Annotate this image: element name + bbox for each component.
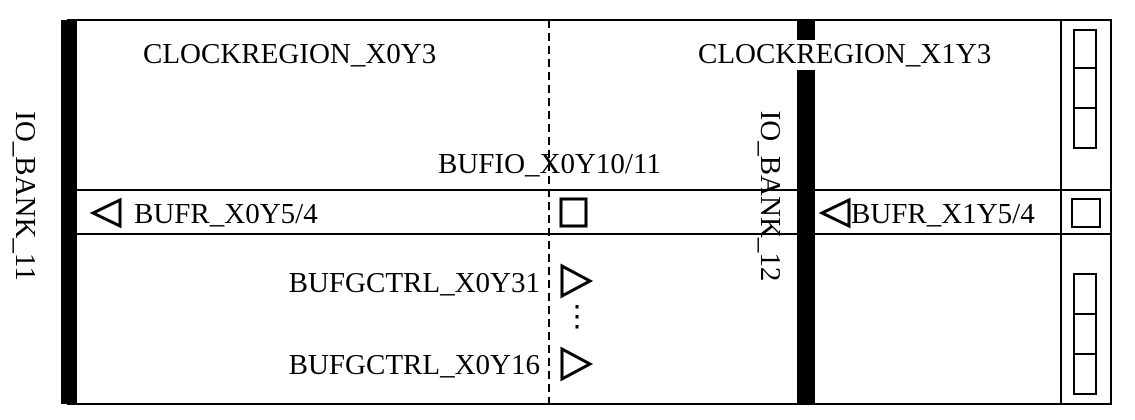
right-column-box-top-2 [1073,67,1097,109]
bufr-right-triangle-icon [818,197,851,229]
clockregion-right-label: CLOCKREGION_X1Y3 [698,38,991,70]
right-column-box-top-1 [1073,29,1097,69]
io-bank-right-label: IO_BANK_12 [754,111,786,282]
right-column-box-bottom-2 [1073,313,1097,355]
io-bank-left-bar [61,20,77,404]
bufr-left-triangle-icon [89,197,122,229]
bufr-left-label: BUFR_X0Y5/4 [134,198,318,230]
bufgctrl-bottom-triangle-icon [560,346,594,382]
bufgctrl-top-triangle-icon [560,263,594,299]
clockregion-left-label: CLOCKREGION_X0Y3 [143,38,436,70]
right-column-box-middle [1071,198,1101,228]
bufr-right-label: BUFR_X1Y5/4 [851,198,1035,230]
bufgctrl-top-label: BUFGCTRL_X0Y31 [289,267,540,299]
io-bank-left-label: IO_BANK_11 [9,111,41,281]
ellipsis-label: ⋮ [563,301,592,333]
io-bank-right-bar [797,70,815,404]
bufio-square-icon [559,197,588,228]
bufio-label: BUFIO_X0Y10/11 [438,148,661,180]
io-bank-right-bar-upper [797,20,815,40]
right-column-box-bottom-3 [1073,353,1097,395]
right-column-box-top-3 [1073,107,1097,149]
bufgctrl-bottom-label: BUFGCTRL_X0Y16 [289,349,540,381]
right-column-box-bottom-1 [1073,273,1097,315]
